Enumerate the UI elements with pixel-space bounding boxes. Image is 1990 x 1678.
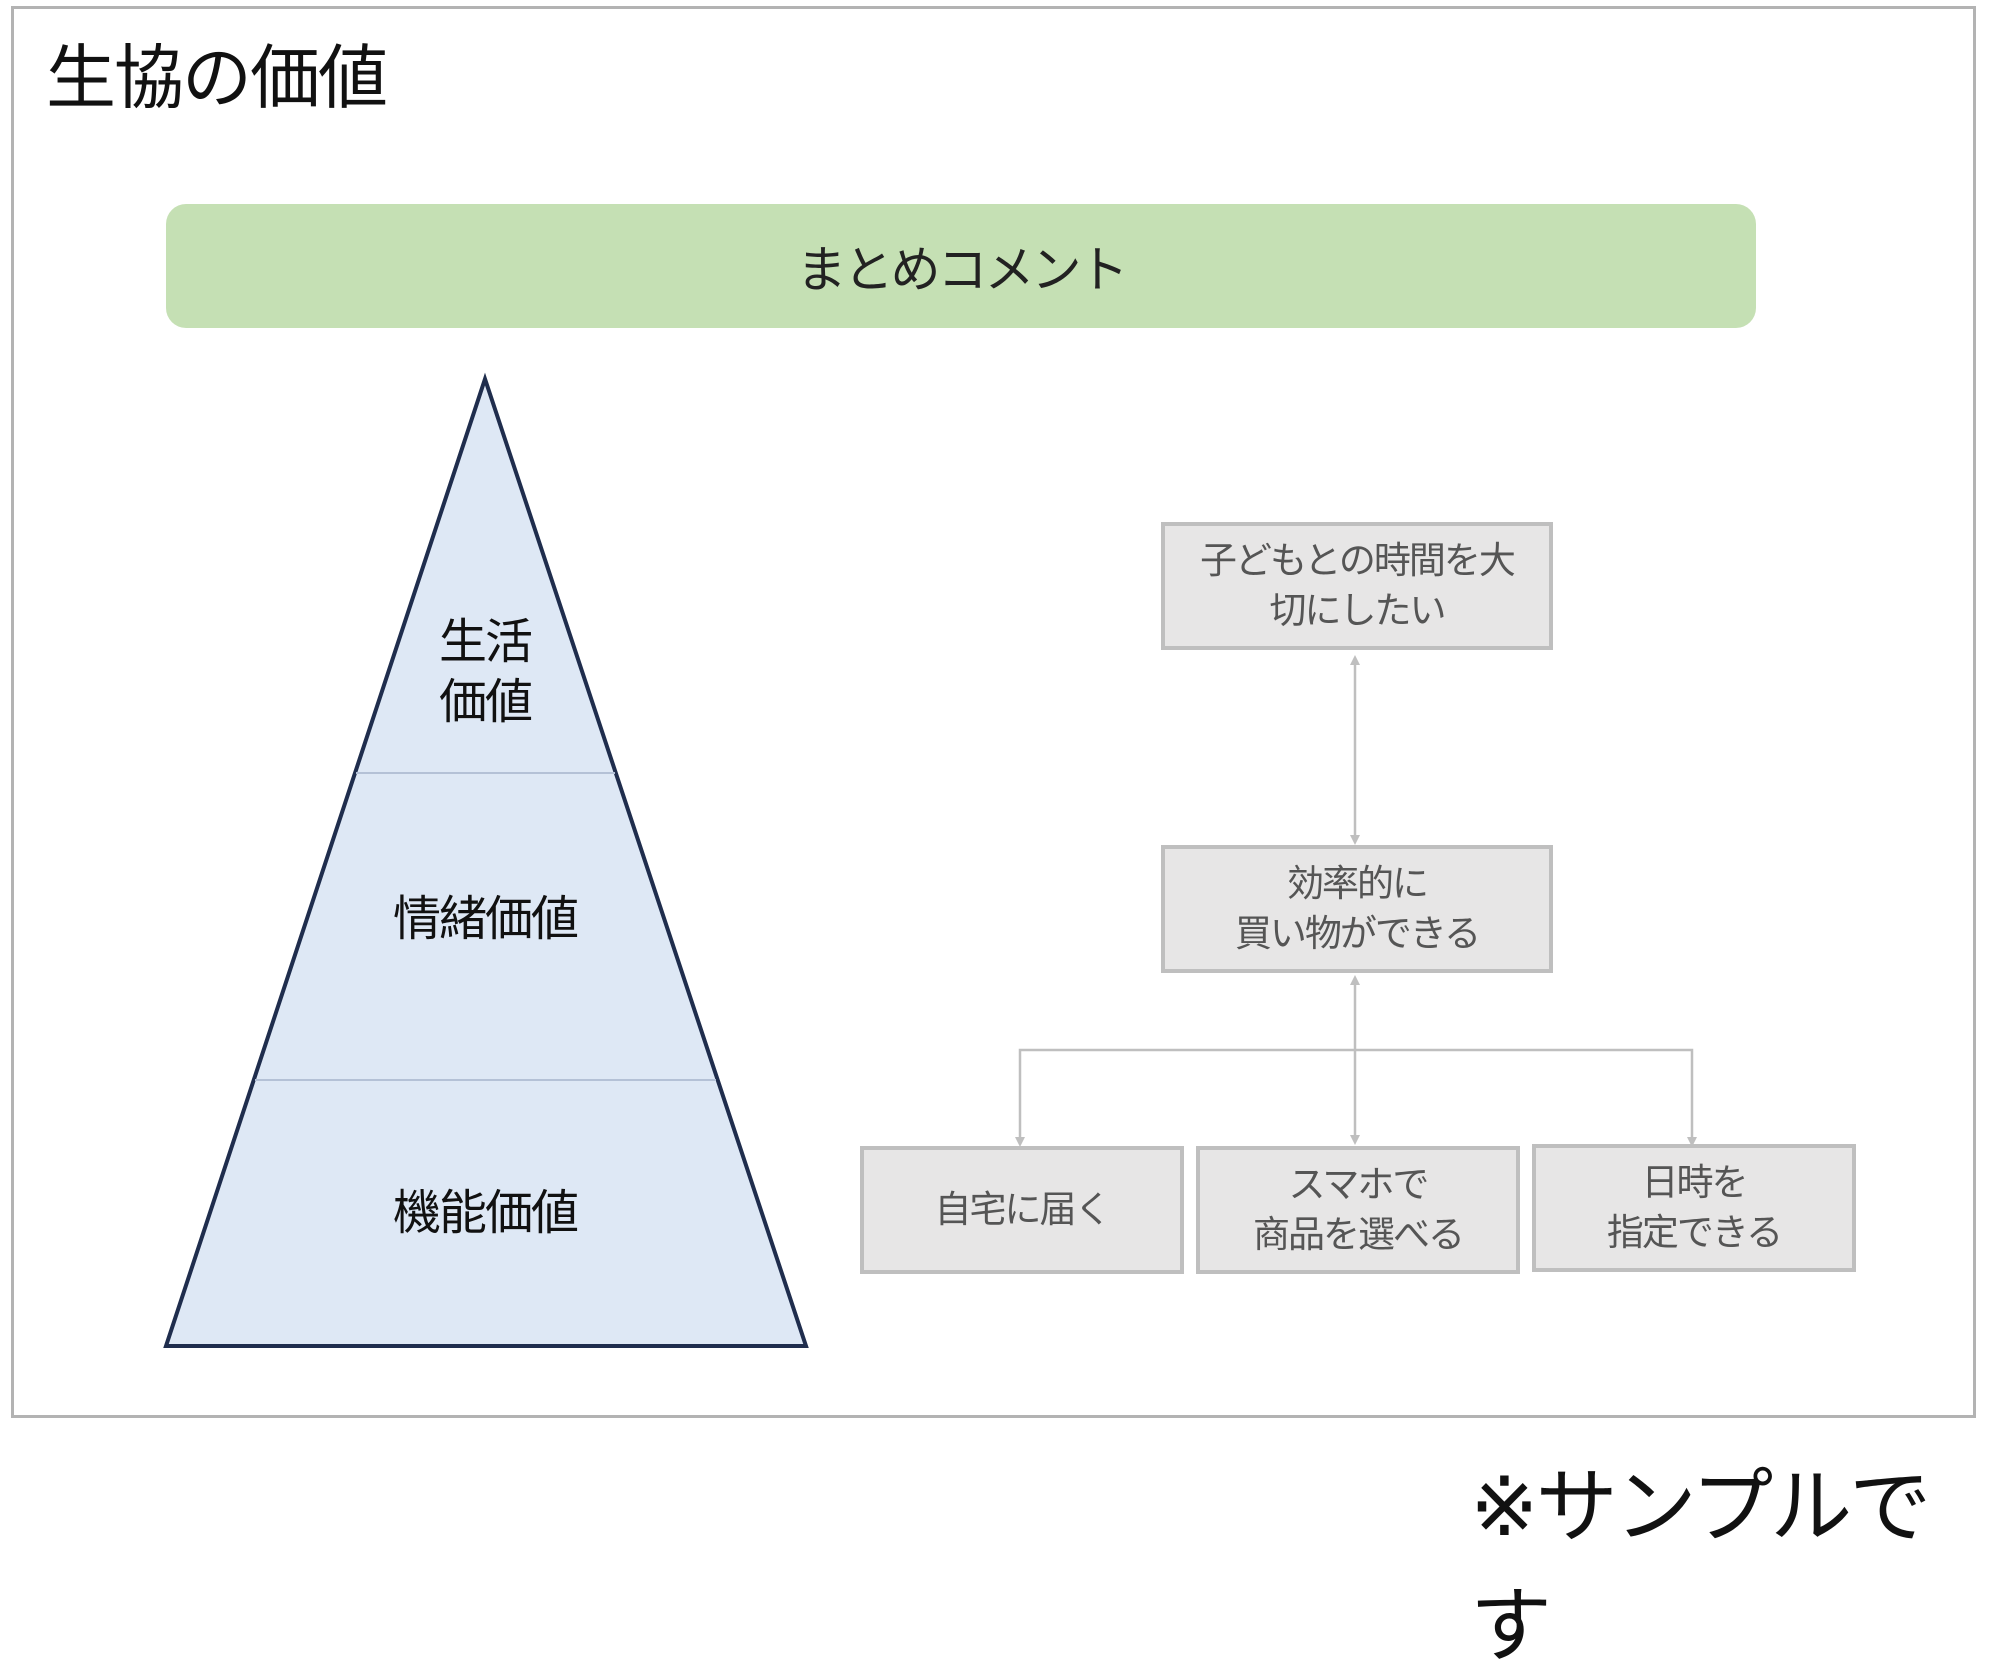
box-text-line: 子どもとの時間を大 bbox=[1200, 539, 1516, 582]
flow-box-middle: 効率的に買い物ができる bbox=[1161, 845, 1553, 973]
sample-note: ※サンプルです bbox=[1470, 1460, 1931, 1674]
box-text-line: 切にしたい bbox=[1269, 589, 1446, 632]
summary-banner-text: まとめコメント bbox=[796, 241, 1129, 299]
box-text-line: 効率的に bbox=[1286, 862, 1429, 905]
pyramid-label-line: 生活 bbox=[438, 614, 533, 670]
flow-box-top: 子どもとの時間を大切にしたい bbox=[1161, 522, 1553, 650]
summary-banner: まとめコメント bbox=[166, 204, 1756, 328]
diagram-shapes bbox=[163, 372, 1697, 1348]
box-text-line: 指定できる bbox=[1606, 1211, 1783, 1254]
box-text-line: 商品を選べる bbox=[1253, 1213, 1465, 1256]
connector-horizontal bbox=[1015, 1048, 1697, 1147]
box-text-line: 買い物ができる bbox=[1234, 912, 1481, 955]
box-text-line: 自宅に届く bbox=[934, 1188, 1112, 1231]
box-text-line: スマホで bbox=[1288, 1163, 1430, 1206]
value-pyramid bbox=[163, 372, 809, 1348]
pyramid-level-functional-value: 機能価値 bbox=[392, 1185, 579, 1241]
slide-frame bbox=[11, 6, 1976, 1418]
pyramid-label-line: 価値 bbox=[438, 674, 533, 730]
flow-box-bottom-1: 自宅に届く bbox=[860, 1146, 1184, 1274]
box-text-line: 日時を bbox=[1641, 1161, 1748, 1204]
slide-title: 生協の価値 bbox=[46, 37, 388, 119]
pyramid-level-life-value: 生活 価値 bbox=[438, 612, 533, 732]
pyramid-level-emotional-value: 情緒価値 bbox=[392, 891, 579, 947]
flow-box-bottom-2: スマホで商品を選べる bbox=[1196, 1146, 1520, 1274]
flow-box-bottom-3: 日時を指定できる bbox=[1532, 1144, 1856, 1272]
